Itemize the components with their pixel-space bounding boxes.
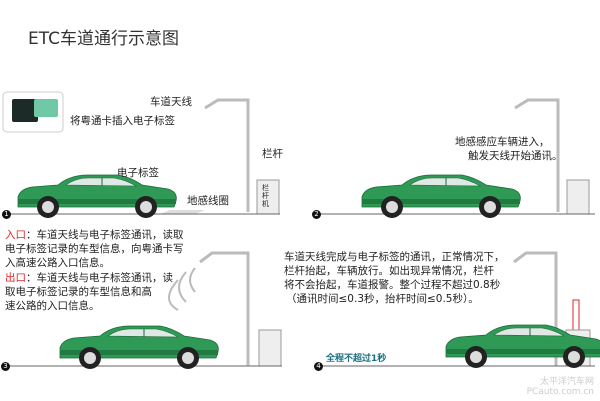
watermark-line1: 太平洋汽车网 (539, 377, 594, 387)
total-time-label: 全程不超过1秒 (326, 354, 387, 364)
panel4-line3: 将不会抬起，车道报警。整个过程不超过0.8秒 (284, 279, 501, 291)
entry-line3: 入高速公路入口信息。 (5, 257, 110, 269)
panel4-line4: （通讯时间≤0.3秒，抬杆时间≤0.5秒）。 (286, 293, 479, 305)
car-3 (59, 325, 219, 370)
antenna-pole-3 (199, 251, 250, 366)
step-1: 1 (2, 210, 11, 219)
barrier-machine-label: 栏杆机 (262, 184, 269, 208)
antenna-pole-1 (204, 98, 250, 212)
watermark-line2: PCauto.com.cn (526, 387, 594, 397)
car-1 (17, 174, 177, 219)
panel4-line1: 车道天线完成与电子标签的通讯，正常情况下， (284, 251, 505, 263)
card-illustration (2, 91, 64, 133)
tag-label: 电子标签 (117, 167, 159, 179)
barrier-machine-2 (566, 179, 590, 215)
step-3: 3 (1, 362, 10, 371)
ground-loop-1 (160, 210, 205, 214)
panel2-line1: 地感感应车辆进入， (455, 136, 550, 148)
panel4-line2: 栏杆抬起，车辆放行。如出现异常情况，栏杆 (284, 265, 494, 277)
panel2-line2: 触发天线开始通讯。 (468, 150, 563, 162)
barrier-label: 栏杆 (262, 148, 283, 160)
step-2: 2 (312, 210, 321, 219)
exit-line1: ：车道天线与电子标签通讯，读 (26, 272, 173, 284)
antenna-pole-2 (514, 98, 560, 212)
exit-line2: 取电子标签记录的车型信息和高 (5, 286, 152, 298)
card-instruction: 将粤通卡插入电子标签 (70, 115, 175, 127)
entry-line1: ：车道天线与电子标签通讯，读取 (26, 229, 184, 241)
loop-label: 地感线圈 (187, 195, 229, 207)
entry-label: 入口 (5, 229, 26, 241)
barrier-machine-3 (258, 329, 282, 367)
step-4: 4 (314, 362, 323, 371)
antenna-label: 车道天线 (150, 96, 192, 108)
exit-label: 出口 (5, 272, 26, 284)
antenna-pole-4 (513, 251, 558, 366)
page-title: ETC车道通行示意图 (28, 29, 179, 49)
entry-line2: 电子标签记录的车型信息，向粤通卡写 (5, 243, 184, 255)
signal-waves (168, 267, 196, 311)
exit-line3: 速公路的入口信息。 (5, 300, 100, 312)
car-2 (361, 174, 521, 219)
